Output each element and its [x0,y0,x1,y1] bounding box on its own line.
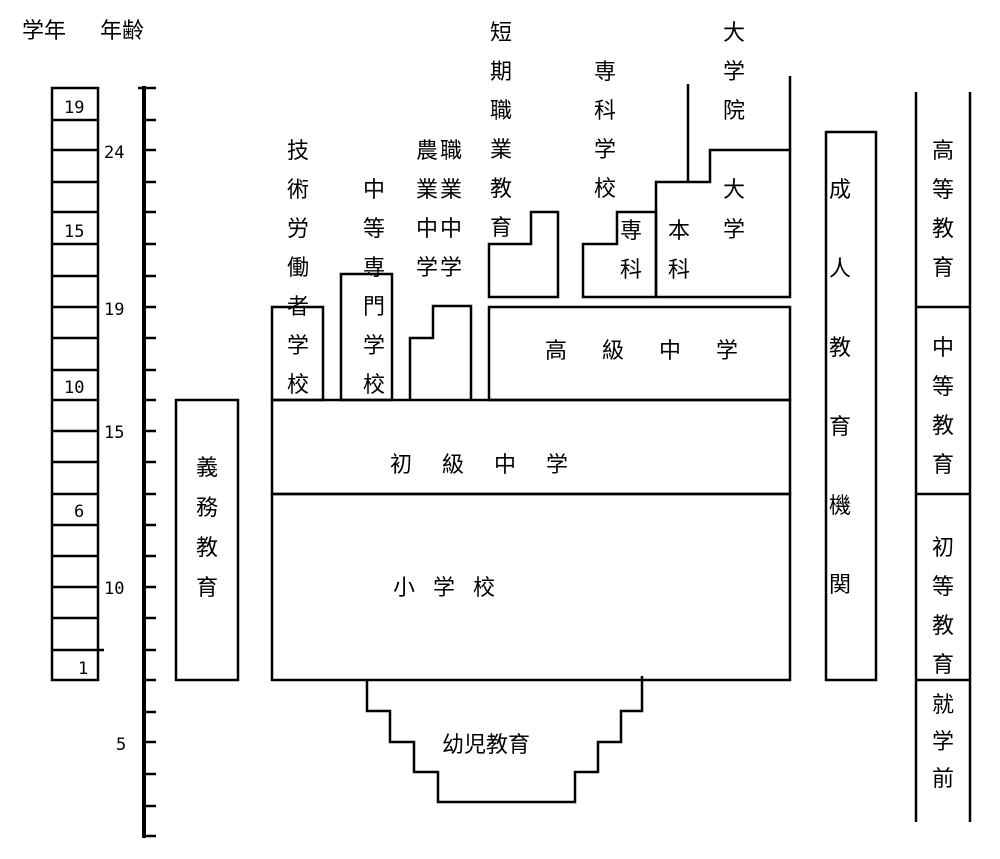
stage-column [914,92,972,822]
preschool-label: 幼児教育 [442,733,530,758]
stage-higher-label: 高等教育 [932,139,954,281]
short-cycle-vocational-label: 短期職業教育 [490,21,512,241]
secondary-specialized-box [339,272,394,402]
junior-middle-label: 初級中学 [390,453,598,478]
age-label-15: 15 [104,423,124,443]
primary-school-box [270,492,792,682]
grade-label-1: 1 [78,659,88,679]
grade-label-10: 10 [64,378,84,398]
primary-school-label: 小学校 [393,576,513,601]
senior-middle-box [487,305,792,402]
stage-preschool-label: 就学前 [932,693,954,792]
age-axis [138,86,156,838]
stage-secondary-label: 中等教育 [932,336,954,478]
graduate-school-label: 大学院 [723,21,745,124]
adult-education-label: 成人教育機関 [829,178,851,598]
preschool-box [365,676,644,804]
compulsory-education-label: 義務教育 [196,456,218,601]
senior-middle-label: 高級中学 [545,339,773,364]
undergraduate-label: 本科 [668,219,690,283]
grade-label-15: 15 [64,222,84,242]
age-label-19: 19 [104,300,124,320]
adult-education-box [824,130,878,682]
specialized-school-label: 専科学校 [594,60,616,202]
technical-worker-school-label: 技術労働者学校 [287,139,309,398]
grade-header: 学年 [22,19,66,44]
vocational-middle-label: 職業中学 [440,139,462,281]
compulsory-education-box [174,398,240,682]
grade-label-6: 6 [74,502,84,522]
stage-primary-label: 初等教育 [932,536,954,678]
grade-label-19: 19 [64,98,84,118]
technical-worker-school-box [270,305,325,402]
secondary-specialized-label: 中等専門学校 [363,178,385,398]
age-label-5: 5 [116,735,126,755]
graduate-school-box [686,76,792,182]
age-header: 年齢 [100,19,144,44]
agricultural-middle-label: 農業中学 [416,139,438,281]
age-label-10: 10 [104,579,124,599]
grade-ladder [50,86,104,682]
specialized-course-label: 専科 [620,219,642,283]
university-box [654,148,792,299]
short-cycle-vocational-box [487,210,560,299]
university-label: 大学 [723,178,745,243]
vocational-middle-box [408,304,473,400]
junior-middle-box [270,398,792,496]
age-label-24: 24 [104,143,124,163]
